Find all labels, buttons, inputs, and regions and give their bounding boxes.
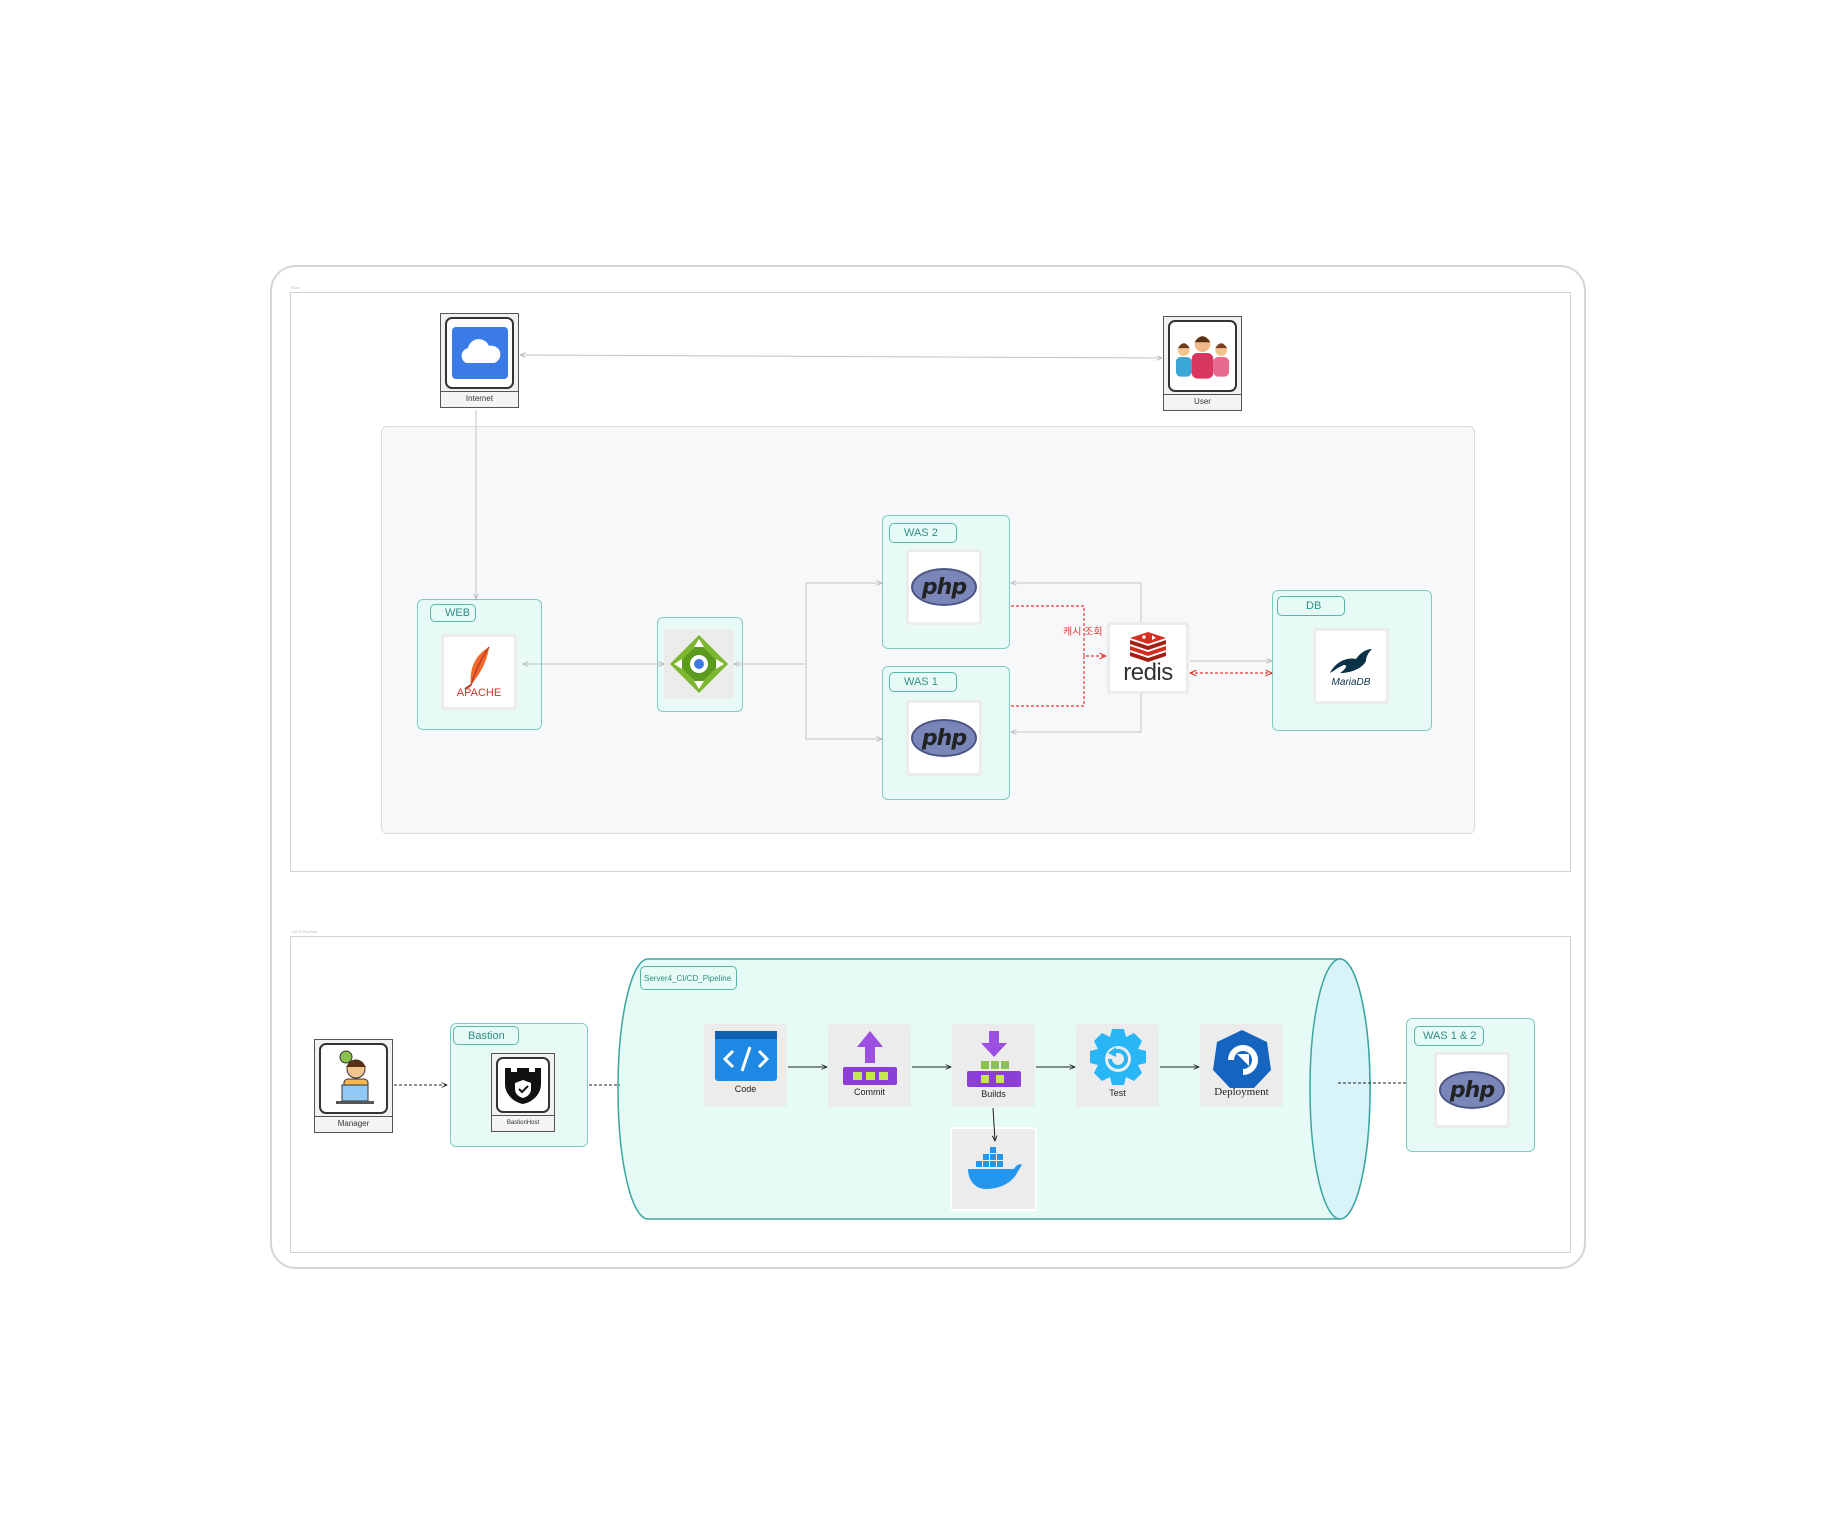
- internet-cloud-icon: [445, 317, 514, 389]
- manager-label: Manager: [315, 1116, 392, 1131]
- was2-php-tile: php: [906, 549, 982, 625]
- db-tag: DB: [1277, 596, 1345, 616]
- was2-tag: WAS 2: [889, 523, 957, 543]
- cicd-section-caption: CI/CD Pipeline: [291, 929, 318, 934]
- was1-php-tile: php: [906, 700, 982, 776]
- apache-text: APACHE: [456, 687, 502, 699]
- load-balancer-tile: [664, 629, 734, 699]
- apache-feather-icon: APACHE: [444, 637, 514, 707]
- architecture-section-caption: Flow: [291, 285, 300, 290]
- bastion-host-node: BastionHost: [491, 1053, 555, 1132]
- mariadb-seal-icon: MariaDB: [1316, 631, 1386, 701]
- pipeline-step-builds: Builds: [952, 1024, 1035, 1107]
- code-icon: [714, 1031, 777, 1081]
- redis-icon: redis: [1110, 625, 1186, 691]
- was12-php-tile: php: [1434, 1052, 1510, 1128]
- step-label: Builds: [981, 1089, 1006, 1099]
- user-label: User: [1164, 394, 1241, 409]
- step-label: Deployment: [1214, 1086, 1269, 1098]
- php-logo-icon: php: [911, 568, 977, 606]
- pipeline-step-code: Code: [704, 1024, 787, 1107]
- mariadb-text: MariaDB: [1331, 676, 1371, 688]
- manager-node: Manager: [314, 1039, 393, 1133]
- pipeline-tag: Server4_CI/CD_Pipeline: [640, 966, 737, 990]
- pipeline-step-deployment: Deployment: [1200, 1024, 1283, 1107]
- apache-tile: APACHE: [441, 634, 517, 710]
- deployment-icon: [1212, 1030, 1271, 1088]
- manager-person-icon: [319, 1043, 388, 1114]
- step-label: Commit: [854, 1087, 885, 1097]
- bastion-host-label: BastionHost: [492, 1115, 554, 1130]
- bastion-fortress-icon: [496, 1057, 550, 1113]
- internet-label: Internet: [441, 391, 518, 406]
- cache-annotation: 캐시 조회: [1063, 627, 1103, 638]
- php-logo-icon: php: [1439, 1071, 1505, 1109]
- user-node: User: [1163, 316, 1242, 411]
- builds-download-icon: [966, 1031, 1021, 1087]
- redis-tile: redis: [1107, 622, 1189, 694]
- commit-upload-icon: [842, 1031, 897, 1085]
- web-tag: WEB: [430, 604, 476, 622]
- internet-node: Internet: [440, 313, 519, 408]
- redis-text: redis: [1123, 658, 1173, 686]
- bastion-tag: Bastion: [453, 1026, 519, 1045]
- pipeline-step-commit: Commit: [828, 1024, 911, 1107]
- docker-icon: [967, 1147, 1022, 1189]
- step-label: Test: [1109, 1088, 1126, 1098]
- php-logo-icon: php: [911, 719, 977, 757]
- users-group-icon: [1168, 320, 1237, 392]
- test-gear-icon: [1089, 1029, 1146, 1085]
- mariadb-tile: MariaDB: [1313, 628, 1389, 704]
- step-label: Code: [734, 1084, 757, 1094]
- pipeline-step-test: Test: [1076, 1024, 1159, 1107]
- was1-tag: WAS 1: [889, 672, 957, 692]
- was12-tag: WAS 1 & 2: [1414, 1026, 1484, 1046]
- load-balancer-icon: [670, 635, 728, 693]
